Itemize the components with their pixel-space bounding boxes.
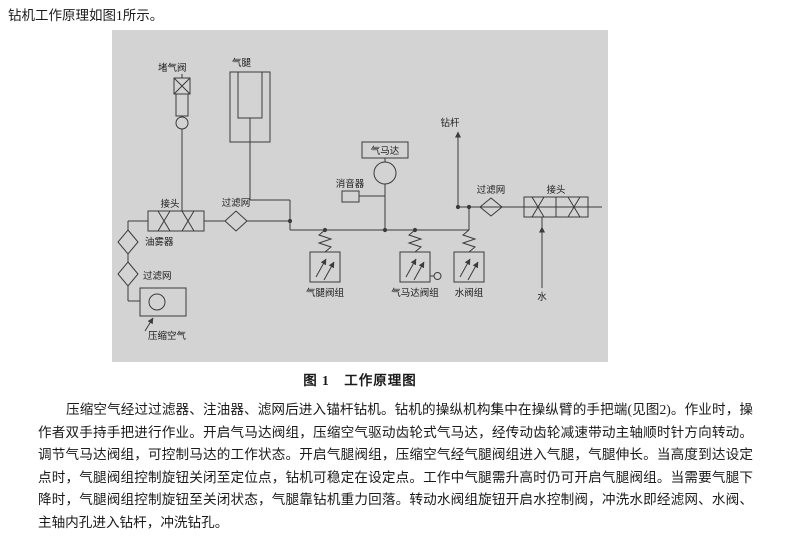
schematic-svg: 堵气阀 气腿 接头 过滤网 油雾器 过滤网 压缩空气 气腿阀组 气马达阀组 水阀… [117,57,602,342]
label-joint-right: 接头 [546,184,565,196]
air-motor-valve-symbol [399,229,442,283]
water-line-right [455,204,602,230]
label-filter-right: 过滤网 [477,184,506,196]
filter-top-symbol [204,210,290,232]
label-joint-left: 接头 [160,198,179,210]
label-oil-mister: 油雾器 [145,236,174,248]
joint-right-symbol [523,196,589,218]
label-air-leg: 气腿 [232,57,252,69]
air-leg-cylinder [229,71,291,230]
filter-right-symbol [479,197,503,217]
intro-text: 钻机工作原理如图1所示。 [8,8,164,23]
filter-bottom-symbol [117,261,140,302]
main-air-line [287,218,469,233]
air-motor-symbol [361,141,409,230]
water-valve-symbol [453,229,485,283]
label-air-motor-valve-group: 气马达阀组 [391,287,439,299]
figure-caption: 图 1 工作原理图 [303,373,417,388]
label-shutoff-valve: 堵气阀 [158,62,187,74]
lubricator-symbol [139,287,187,332]
air-leg-valve-symbol [309,229,341,283]
label-filter-bottom: 过滤网 [143,270,172,282]
joint-left-symbol [127,210,205,232]
label-filter-top: 过滤网 [222,197,251,209]
label-water: 水 [537,291,547,303]
figure-diagram-panel: 堵气阀 气腿 接头 过滤网 油雾器 过滤网 压缩空气 气腿阀组 气马达阀组 水阀… [112,30,608,362]
muffler-symbol [341,190,385,203]
label-compressed-air: 压缩空气 [148,330,187,342]
label-water-valve-group: 水阀组 [455,287,484,299]
shutoff-valve-symbol [173,74,191,211]
body-paragraph: 压缩空气经过过滤器、注油器、滤网后进入锚杆钻机。钻机的操纵机构集中在操纵臂的手把… [38,402,753,530]
oil-mister-symbol [117,229,139,262]
label-air-motor: 气马达 [371,145,400,157]
label-drill-rod: 钻杆 [440,117,460,129]
label-muffler: 消音器 [336,178,365,190]
label-air-leg-valve-group: 气腿阀组 [306,287,345,299]
